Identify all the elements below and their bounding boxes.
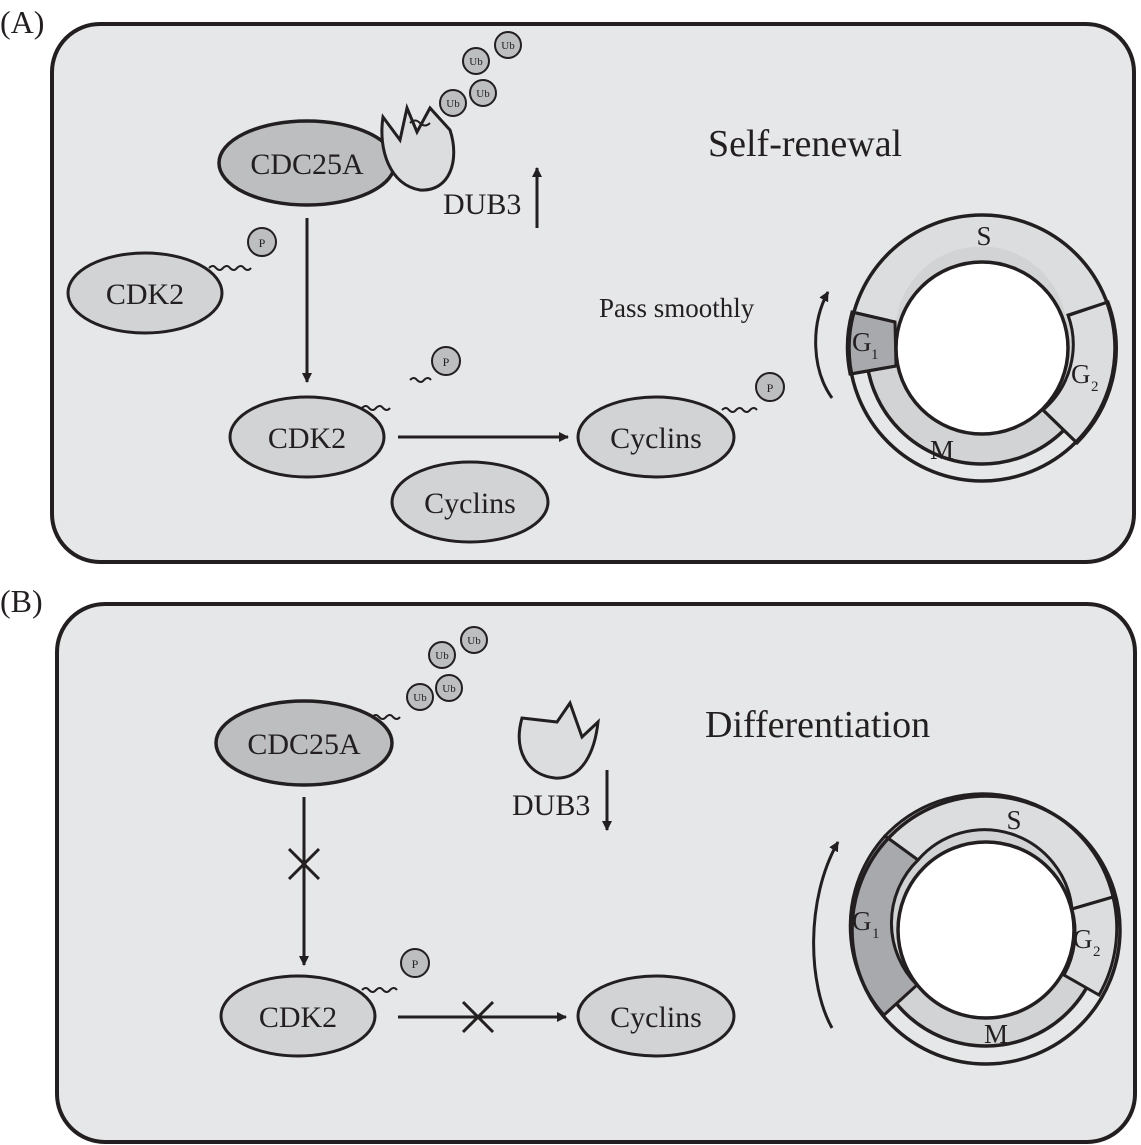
ub-linker xyxy=(371,714,401,720)
phase-g2-label: G xyxy=(1073,924,1093,954)
cyclins-protein xyxy=(576,974,736,1058)
cdk2-label: CDK2 xyxy=(259,1001,337,1034)
cdk2-protein xyxy=(219,974,377,1058)
panel-a-label: (A) xyxy=(0,4,44,40)
ubiquitin-label: Ub xyxy=(446,98,460,110)
cyclins-label: Cyclins xyxy=(610,422,702,455)
ubiquitin-label: Ub xyxy=(469,56,483,68)
phase-g2-label: G xyxy=(1071,359,1091,389)
dub3-label: DUB3 xyxy=(512,789,590,822)
ubiquitin xyxy=(462,47,490,75)
ubiquitin xyxy=(435,674,463,702)
phosphate-label: P xyxy=(767,381,774,395)
ubiquitin-label: Ub xyxy=(501,40,515,52)
block-x-mark xyxy=(287,847,321,881)
phosphate-label: P xyxy=(443,355,450,369)
panel-a: (A) Self-renewal CDC25A Ub Ub Ub Ub DUB3… xyxy=(0,4,1136,564)
phase-s-label: S xyxy=(1006,805,1021,835)
phase-g1-subscript: 1 xyxy=(871,347,879,363)
phosphate-label: P xyxy=(259,236,266,250)
cyclins-free-label: Cyclins xyxy=(424,487,516,520)
dub3-enzyme xyxy=(517,699,600,780)
phosphate xyxy=(247,227,277,257)
ubiquitin xyxy=(460,626,488,654)
panel-b-title: Differentiation xyxy=(705,704,930,746)
ubiquitin xyxy=(469,79,497,107)
phase-g1-subscript: 1 xyxy=(872,926,880,942)
phase-g1-label: G xyxy=(852,906,872,936)
ubiquitin xyxy=(428,641,456,669)
ub-linker xyxy=(409,119,431,127)
phospho-linker xyxy=(208,265,252,271)
cdc25a-label: CDC25A xyxy=(250,148,364,181)
pass-smoothly-label: Pass smoothly xyxy=(599,293,755,323)
phospho-linker xyxy=(361,405,391,411)
phosphate xyxy=(431,346,461,376)
panel-b: (B) Differentiation CDC25A Ub Ub Ub Ub D… xyxy=(0,583,1137,1144)
block-x-mark xyxy=(461,1000,495,1034)
cyclins-free-protein xyxy=(390,460,550,544)
ubiquitin-label: Ub xyxy=(413,692,427,704)
cyclins-label: Cyclins xyxy=(610,1001,702,1034)
phospho-linker xyxy=(361,987,398,993)
cycle-progress-arrow xyxy=(812,841,840,1029)
phosphate xyxy=(755,372,785,402)
ubiquitin xyxy=(406,683,434,711)
ubiquitin xyxy=(494,31,522,59)
cdk2-label: CDK2 xyxy=(268,422,346,455)
dub3-label: DUB3 xyxy=(443,188,521,221)
panel-a-title: Self-renewal xyxy=(708,123,902,165)
phosphate-label: P xyxy=(412,957,419,971)
cdk2-protein xyxy=(228,395,386,479)
cycle-progress-arrow xyxy=(814,291,834,399)
cdc25a-protein xyxy=(214,699,394,787)
dub3-enzyme xyxy=(380,103,456,192)
ubiquitin-label: Ub xyxy=(476,88,490,100)
phase-g2-subscript: 2 xyxy=(1093,944,1101,960)
cell-cycle-ring-a: S G 1 G 2 M xyxy=(845,213,1118,483)
cdk2-free-protein xyxy=(66,251,224,335)
ubiquitin-label: Ub xyxy=(435,650,449,662)
phase-s-label: S xyxy=(976,221,991,251)
phospho-linker xyxy=(409,377,432,383)
panel-b-label: (B) xyxy=(0,583,43,619)
phase-m-label: M xyxy=(984,1019,1008,1049)
phospho-linker xyxy=(721,407,758,413)
cdk2-free-label: CDK2 xyxy=(106,278,184,311)
phase-m-label: M xyxy=(930,435,954,465)
ubiquitin-label: Ub xyxy=(442,683,456,695)
phosphate xyxy=(400,948,430,978)
ubiquitin xyxy=(439,89,467,117)
phase-g2-subscript: 2 xyxy=(1091,379,1099,395)
ubiquitin-label: Ub xyxy=(467,635,481,647)
phase-g1-label: G xyxy=(852,327,872,357)
cell-cycle-ring-b: S G 1 G 2 M xyxy=(848,792,1122,1066)
cdc25a-label: CDC25A xyxy=(247,728,361,761)
cyclins-protein xyxy=(576,395,736,479)
